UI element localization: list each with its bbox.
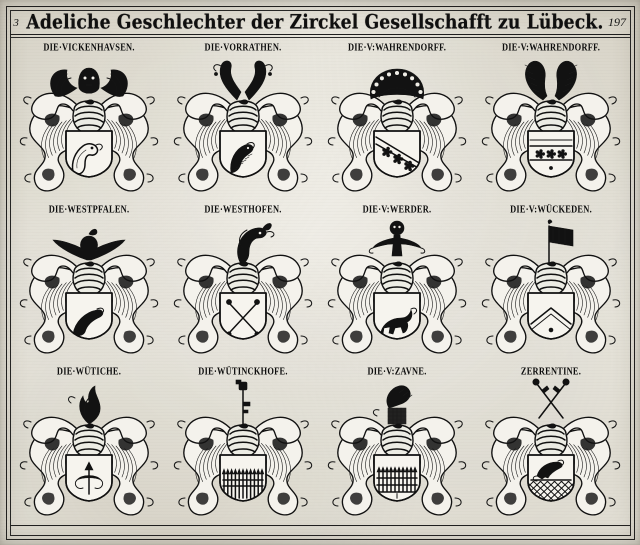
coat-of-arms-cell: DIE·V:WAHRENDORFF. xyxy=(474,38,628,200)
plate-border-inner xyxy=(10,10,631,536)
coat-of-arms-illustration xyxy=(320,55,474,200)
coat-of-arms-caption: DIE·VORRATHEN. xyxy=(204,42,282,53)
coat-of-arms-cell: DIE·WÜTICHE. xyxy=(12,362,166,524)
coat-of-arms-cell: DIE·VICKENHAVSEN. xyxy=(12,38,166,200)
coat-of-arms-cell: DIE·V:WAHRENDORFF. xyxy=(320,38,474,200)
coat-of-arms-caption: DIE·WÜTINCKHOFE. xyxy=(198,366,288,377)
coat-of-arms-caption: DIE·V:ZAVNE. xyxy=(367,366,427,377)
coat-of-arms-cell: DIE·WESTPFALEN. xyxy=(12,200,166,362)
bottom-divider-rule xyxy=(10,525,630,526)
coat-of-arms-illustration xyxy=(12,55,166,200)
coat-of-arms-caption: DIE·V:WERDER. xyxy=(362,204,432,215)
coat-of-arms-cell: DIE·VORRATHEN. xyxy=(166,38,320,200)
coat-of-arms-illustration xyxy=(12,379,166,524)
coat-of-arms-caption: DIE·WESTHOFEN. xyxy=(204,204,282,215)
page-number: 197 xyxy=(608,15,626,29)
coat-of-arms-illustration xyxy=(166,217,320,362)
coat-of-arms-cell: DIE·WÜTINCKHOFE. xyxy=(166,362,320,524)
coat-of-arms-caption: ZERRENTINE. xyxy=(520,366,582,377)
coat-of-arms-caption: DIE·V:WÜCKEDEN. xyxy=(510,204,592,215)
coat-of-arms-illustration xyxy=(474,55,628,200)
coat-of-arms-cell: DIE·WESTHOFEN. xyxy=(166,200,320,362)
title-divider-rule-second xyxy=(10,37,630,38)
plate-title: Adeliche Geschlechter der Zirckel Gesell… xyxy=(26,11,604,34)
title-divider-rule xyxy=(10,34,630,35)
coat-of-arms-caption: DIE·V:WAHRENDORFF. xyxy=(347,42,447,53)
coat-of-arms-grid: DIE·VICKENHAVSEN. xyxy=(12,38,628,524)
coat-of-arms-caption: DIE·VICKENHAVSEN. xyxy=(43,42,135,53)
coat-of-arms-cell: DIE·V:ZAVNE. xyxy=(320,362,474,524)
coat-of-arms-illustration xyxy=(474,377,628,524)
coat-of-arms-illustration xyxy=(166,379,320,524)
coat-of-arms-cell: DIE·V:WÜCKEDEN. xyxy=(474,200,628,362)
coat-of-arms-caption: DIE·WÜTICHE. xyxy=(56,366,122,377)
coat-of-arms-illustration xyxy=(320,217,474,362)
coat-of-arms-illustration xyxy=(166,55,320,200)
coat-of-arms-illustration xyxy=(12,217,166,362)
plate-border-outer xyxy=(6,6,635,540)
coat-of-arms-illustration xyxy=(474,217,628,362)
coat-of-arms-cell: DIE·V:WERDER. xyxy=(320,200,474,362)
coat-of-arms-illustration xyxy=(320,379,474,524)
coat-of-arms-caption: DIE·WESTPFALEN. xyxy=(48,204,130,215)
title-banner: 3 Adeliche Geschlechter der Zirckel Gese… xyxy=(10,10,630,35)
folio-mark: 3 xyxy=(13,16,19,29)
coat-of-arms-caption: DIE·V:WAHRENDORFF. xyxy=(501,42,601,53)
coat-of-arms-cell: ZERRENTINE. xyxy=(474,362,628,524)
